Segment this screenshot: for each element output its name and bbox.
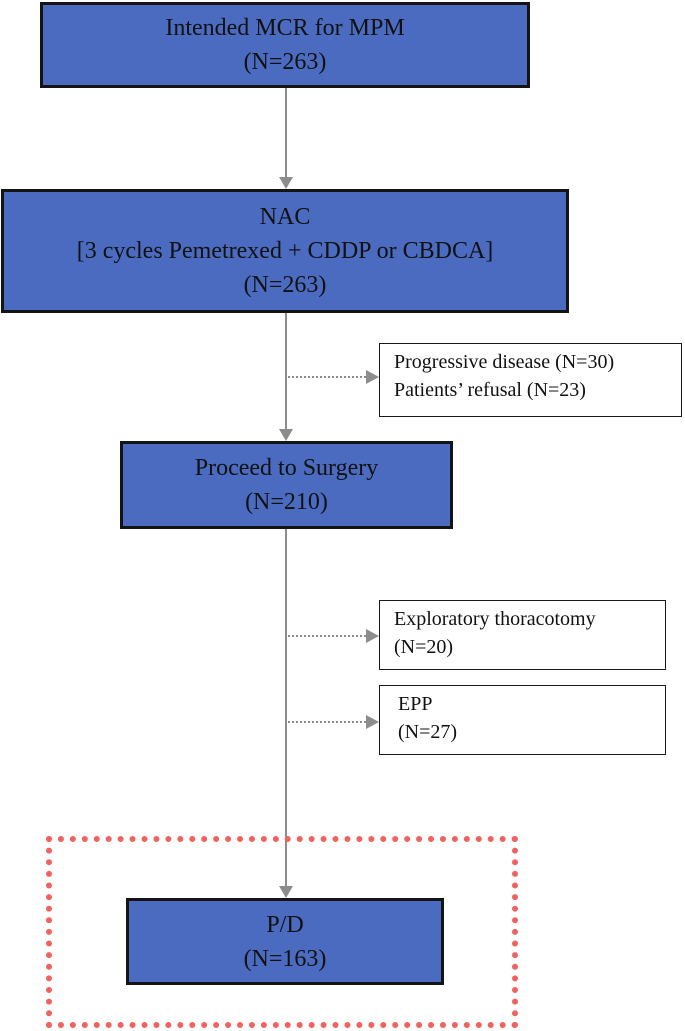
exclusion-progressive-disease: Progressive disease (N=30) [394,351,615,373]
surgery-title: Proceed to Surgery [194,455,379,481]
nac-regimen: [3 cycles Pemetrexed + CDDP or CBDCA] [76,238,494,264]
arrowhead-surgery [279,429,293,441]
arrowhead-exploratory [366,629,379,643]
intended-mcr-box: Intended MCR for MPM (N=263) [40,2,530,88]
exploratory-title: Exploratory thoracotomy [394,608,596,630]
highlight-frame [46,836,518,1028]
pd-title: P/D [266,911,304,938]
intended-mcr-count: (N=263) [243,49,327,75]
exclusion-patients-refusal: Patients’ refusal (N=23) [394,379,586,401]
arrowhead-nac [279,177,293,189]
exclusion-box-after-nac: Progressive disease (N=30) Patients’ ref… [379,343,682,417]
arrowhead-after-nac [366,370,379,384]
epp-box: EPP (N=27) [379,685,666,755]
epp-title: EPP [398,693,433,715]
epp-count: (N=27) [398,721,458,743]
surgery-count: (N=210) [245,489,328,515]
nac-count: (N=263) [243,272,327,298]
exploratory-count: (N=20) [394,636,454,658]
intended-mcr-title: Intended MCR for MPM [165,15,405,41]
pd-box: P/D (N=163) [126,898,444,985]
arrowhead-pd [279,886,293,898]
exploratory-thoracotomy-box: Exploratory thoracotomy (N=20) [379,600,666,670]
proceed-to-surgery-box: Proceed to Surgery (N=210) [120,441,453,529]
nac-title: NAC [259,204,311,230]
pd-count: (N=163) [243,945,327,972]
nac-box: NAC [3 cycles Pemetrexed + CDDP or CBDCA… [1,189,569,313]
arrowhead-epp [366,715,379,729]
